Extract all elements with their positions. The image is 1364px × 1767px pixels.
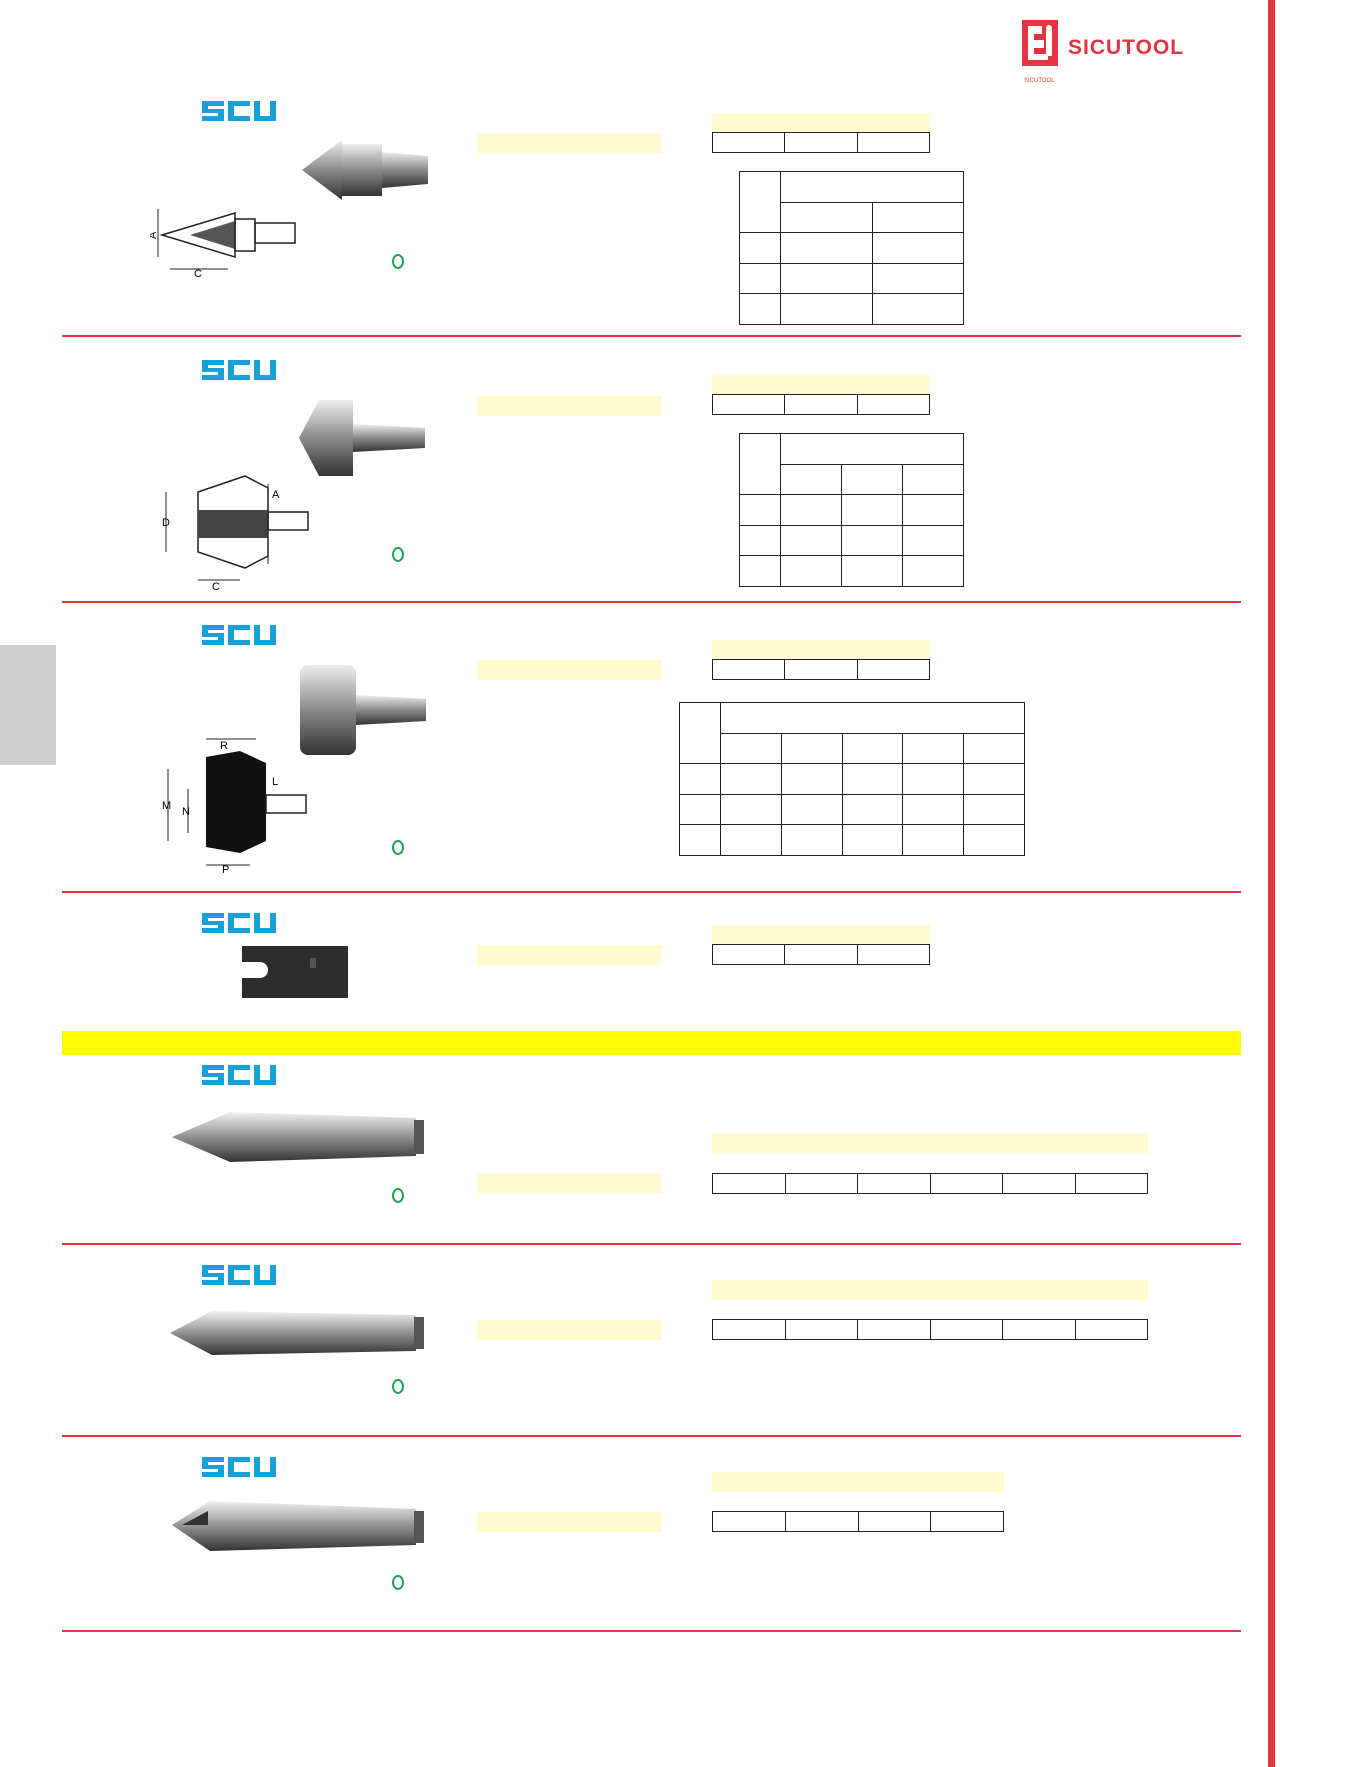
availability-dot: [392, 840, 404, 855]
section-divider: [62, 335, 1241, 337]
scu-logo-icon: [202, 1065, 276, 1085]
section-divider: [62, 1435, 1241, 1437]
scu-logo-icon: [202, 913, 276, 933]
code-table: [711, 394, 931, 415]
scu-logo-icon: [202, 1265, 276, 1285]
right-edge-bar: [1268, 0, 1275, 1767]
side-tab: [0, 645, 56, 765]
revolving-center-insert-photo: [302, 140, 428, 200]
svg-text:C: C: [212, 581, 220, 592]
svg-text:M: M: [162, 800, 171, 812]
code-table: [712, 1173, 1148, 1194]
code-table: [711, 944, 931, 965]
header-highlight: [712, 1133, 1148, 1153]
availability-dot: [392, 1379, 404, 1394]
scu-logo-icon: [202, 625, 276, 645]
code-table: [711, 659, 931, 680]
svg-text:A: A: [150, 231, 159, 239]
dimension-drawing-1: A C: [150, 209, 296, 280]
code-table: [712, 1511, 1004, 1532]
svg-text:A: A: [272, 489, 280, 501]
code-table: [712, 1319, 1148, 1340]
dimension-drawing-2: D A C: [162, 475, 309, 592]
header-highlight: [712, 640, 930, 660]
section-divider: [62, 891, 1241, 893]
flat-center-insert-photo: [300, 665, 426, 755]
availability-dot: [392, 1575, 404, 1590]
spec-table: [739, 432, 964, 587]
svg-text:C: C: [194, 268, 202, 280]
section-divider: [62, 1243, 1241, 1245]
half-center-photo: [172, 1501, 424, 1551]
section-divider: [62, 601, 1241, 603]
header-highlight: [712, 113, 930, 133]
dimension-drawing-3: R M N L P: [162, 738, 307, 873]
header-highlight: [712, 925, 930, 945]
code-highlight: [477, 396, 662, 416]
spec-table: [739, 170, 964, 325]
svg-text:N: N: [182, 806, 190, 818]
code-highlight: [477, 1320, 662, 1340]
code-highlight: [477, 133, 662, 153]
header-highlight: [712, 375, 930, 395]
code-highlight: [477, 1512, 662, 1532]
dead-center-photo: [170, 1311, 424, 1355]
code-highlight: [477, 660, 662, 680]
bell-center-insert-photo: [299, 400, 425, 476]
scu-logo-icon: [202, 101, 276, 121]
scu-logo-icon: [202, 1457, 276, 1477]
spec-table: [679, 701, 1025, 856]
brand-sub: SICUTOOL: [1024, 78, 1055, 84]
availability-dot: [392, 254, 404, 269]
section-divider: [62, 1630, 1241, 1632]
brand-mark-icon: [1022, 20, 1058, 66]
availability-dot: [392, 547, 404, 562]
ejector-wedge-photo: [242, 946, 348, 998]
brand-name: SICUTOOL: [1068, 36, 1185, 59]
availability-dot: [392, 1188, 404, 1203]
header-highlight: [712, 1280, 1148, 1300]
code-highlight: [477, 945, 662, 965]
code-table: [711, 132, 931, 153]
svg-text:D: D: [162, 517, 170, 529]
dead-center-photo: [172, 1112, 424, 1162]
svg-text:R: R: [220, 740, 228, 752]
header-highlight: [712, 1472, 1004, 1492]
section-band: [62, 1031, 1241, 1055]
scu-logo-icon: [202, 360, 276, 380]
code-highlight: [477, 1173, 662, 1193]
svg-text:P: P: [222, 864, 229, 873]
svg-text:L: L: [272, 776, 278, 788]
